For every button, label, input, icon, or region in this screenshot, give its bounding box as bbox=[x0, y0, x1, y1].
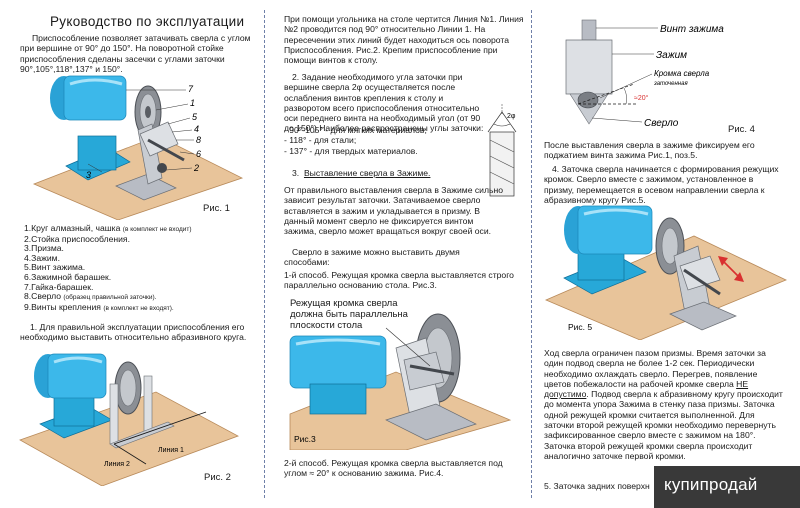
fig2-square-tool bbox=[109, 383, 119, 445]
fig2-line-1-mark bbox=[113, 411, 207, 445]
fig3-callout: Режущая кромка сверла должна быть паралл… bbox=[290, 298, 408, 331]
figure-2: Линия 1 Линия 2 bbox=[19, 353, 239, 486]
fig4-label-screw: Винт зажима bbox=[660, 24, 724, 35]
column-divider-1 bbox=[264, 10, 265, 498]
step5-paragraph: 5. Заточка задних поверхн bbox=[544, 481, 650, 491]
col2-paragraph-3: От правильного выставления сверла в Зажи… bbox=[284, 185, 503, 237]
fig1-wing-nut bbox=[157, 163, 167, 173]
fig3-drill bbox=[409, 364, 455, 376]
column-divider-2 bbox=[531, 10, 532, 498]
drill-angle-figure: 2φ bbox=[487, 104, 517, 197]
intro-paragraph: Приспособление позволяет затачивать свер… bbox=[20, 33, 251, 74]
angle-list-item: - 118° - для стали; bbox=[284, 135, 357, 146]
fig4-label-edge: Кромка сверла bbox=[654, 69, 710, 78]
parts-list: 1.Круг алмазный, чашка (в комплект не вх… bbox=[24, 223, 260, 313]
fig4-label-clamp: Зажим bbox=[656, 50, 687, 61]
angle-list-item: - 137° - для твердых материалов. bbox=[284, 145, 418, 156]
fig5-fixture-base bbox=[669, 301, 737, 331]
drill-angle-label: 2φ bbox=[507, 113, 516, 120]
col2-paragraph-1: При помощи угольника на столе чертится Л… bbox=[284, 14, 524, 66]
step4-paragraph: 4. Заточка сверла начинается с формирова… bbox=[544, 164, 779, 205]
parts-list-item: 4.Зажим. bbox=[24, 252, 60, 263]
fig1-drill bbox=[147, 138, 185, 162]
fig4-caption: Рис. 4 bbox=[728, 124, 755, 135]
fig2-line-1-label: Линия 1 bbox=[158, 447, 184, 454]
parts-list-item: 3.Призма. bbox=[24, 243, 64, 254]
fig4-clamp-screw bbox=[581, 19, 597, 41]
fig2-caption: Рис. 2 bbox=[204, 472, 231, 483]
fig2-motor-body bbox=[47, 353, 107, 399]
fig1-callout-3: 3 bbox=[86, 170, 91, 180]
parts-list-item: 2.Стойка приспособления. bbox=[24, 233, 130, 244]
fig4-drill-tip bbox=[577, 91, 599, 109]
step3-title: Выставление сверла в Зажиме. bbox=[303, 168, 431, 178]
col2-paragraph-4: Сверло в зажиме можно выставить двумя сп… bbox=[284, 247, 460, 268]
fig1-callout-8: 8 bbox=[196, 135, 201, 145]
fig2-line-2-label: Линия 2 bbox=[104, 461, 130, 468]
watermark-text: купипродай bbox=[664, 475, 758, 494]
col3-paragraph-1: После выставления сверла в зажиме фиксир… bbox=[544, 140, 755, 161]
fig4-angle-label: ≈20° bbox=[634, 94, 649, 102]
fig3-caption: Рис.3 bbox=[294, 434, 316, 444]
figure-5: Рис. 5 bbox=[544, 205, 787, 340]
parts-list-item: 1.Круг алмазный, чашка (в комплект не вх… bbox=[24, 223, 192, 233]
watermark-banner bbox=[654, 466, 800, 508]
page-title: Руководство по эксплуатации bbox=[50, 14, 245, 29]
fig1-motor-body bbox=[63, 75, 127, 121]
fig1-motor-stand bbox=[77, 135, 117, 171]
fig5-table bbox=[544, 235, 787, 340]
method1-paragraph: 1-й способ. Режущая кромка сверла выстав… bbox=[284, 270, 514, 291]
fig2-motor-stand bbox=[53, 395, 95, 427]
angle-list-item: - 90°-105° - для мягких материалов; bbox=[284, 125, 427, 135]
fig1-fixture-base bbox=[115, 173, 177, 201]
fig5-caption: Рис. 5 bbox=[568, 322, 592, 332]
fig1-caption: Рис. 1 bbox=[203, 203, 230, 214]
parts-list-item: 8.Сверло (образец правильной заточки). bbox=[24, 291, 157, 302]
fig1-callout-2: 2 bbox=[193, 163, 199, 173]
fig2-line-2-mark bbox=[113, 443, 147, 465]
step1-paragraph: 1. Для правильной эксплуатации приспособ… bbox=[20, 322, 247, 343]
parts-list-item: 7.Гайка-барашек. bbox=[24, 281, 94, 292]
parts-list-item: 5.Винт зажима. bbox=[24, 262, 86, 273]
fig4-clamp-body bbox=[565, 39, 613, 95]
figure-1: 7 1 5 4 8 6 2 3 bbox=[32, 75, 244, 220]
fig1-callout-1: 1 bbox=[190, 98, 195, 108]
fig5-drill bbox=[683, 268, 721, 296]
figure-4: ≈20° Винт зажима Зажим Кромка сверла зат… bbox=[565, 19, 724, 129]
fig4-label-drill: Сверло bbox=[644, 118, 679, 129]
parts-list-item: 6.Зажимной барашек. bbox=[24, 271, 112, 282]
col3-paragraph-2: Ход сверла ограничен пазом призмы. Время… bbox=[544, 348, 783, 461]
fig1-callout-6: 6 bbox=[196, 149, 201, 159]
fig1-prism bbox=[139, 121, 179, 157]
step3-heading: 3. Выставление сверла в Зажиме. bbox=[292, 168, 431, 178]
figure-3: Рис.3 bbox=[289, 313, 512, 450]
fig5-feed-arrow bbox=[721, 259, 741, 279]
fig3-fixture-base bbox=[385, 403, 477, 441]
fig5-motor-body bbox=[577, 205, 653, 255]
fig4-label-sharpen: заточенная bbox=[653, 81, 688, 87]
step2-paragraph: 2. Задание необходимого угла заточки при… bbox=[284, 72, 484, 134]
parts-list-item: 9.Винты крепления (в комплект не входят)… bbox=[24, 301, 174, 312]
method2-paragraph: 2-й способ. Режущая кромка сверла выстав… bbox=[284, 458, 503, 479]
fig1-callout-4: 4 bbox=[194, 124, 199, 134]
fig1-callout-5: 5 bbox=[192, 112, 198, 122]
warning-not-allowed: НЕ допустимо bbox=[544, 378, 749, 400]
fig1-callout-7: 7 bbox=[188, 84, 194, 94]
angle-list: - 90°-105° - для мягких материалов; - 11… bbox=[284, 125, 484, 156]
fig3-motor-stand bbox=[309, 383, 367, 415]
